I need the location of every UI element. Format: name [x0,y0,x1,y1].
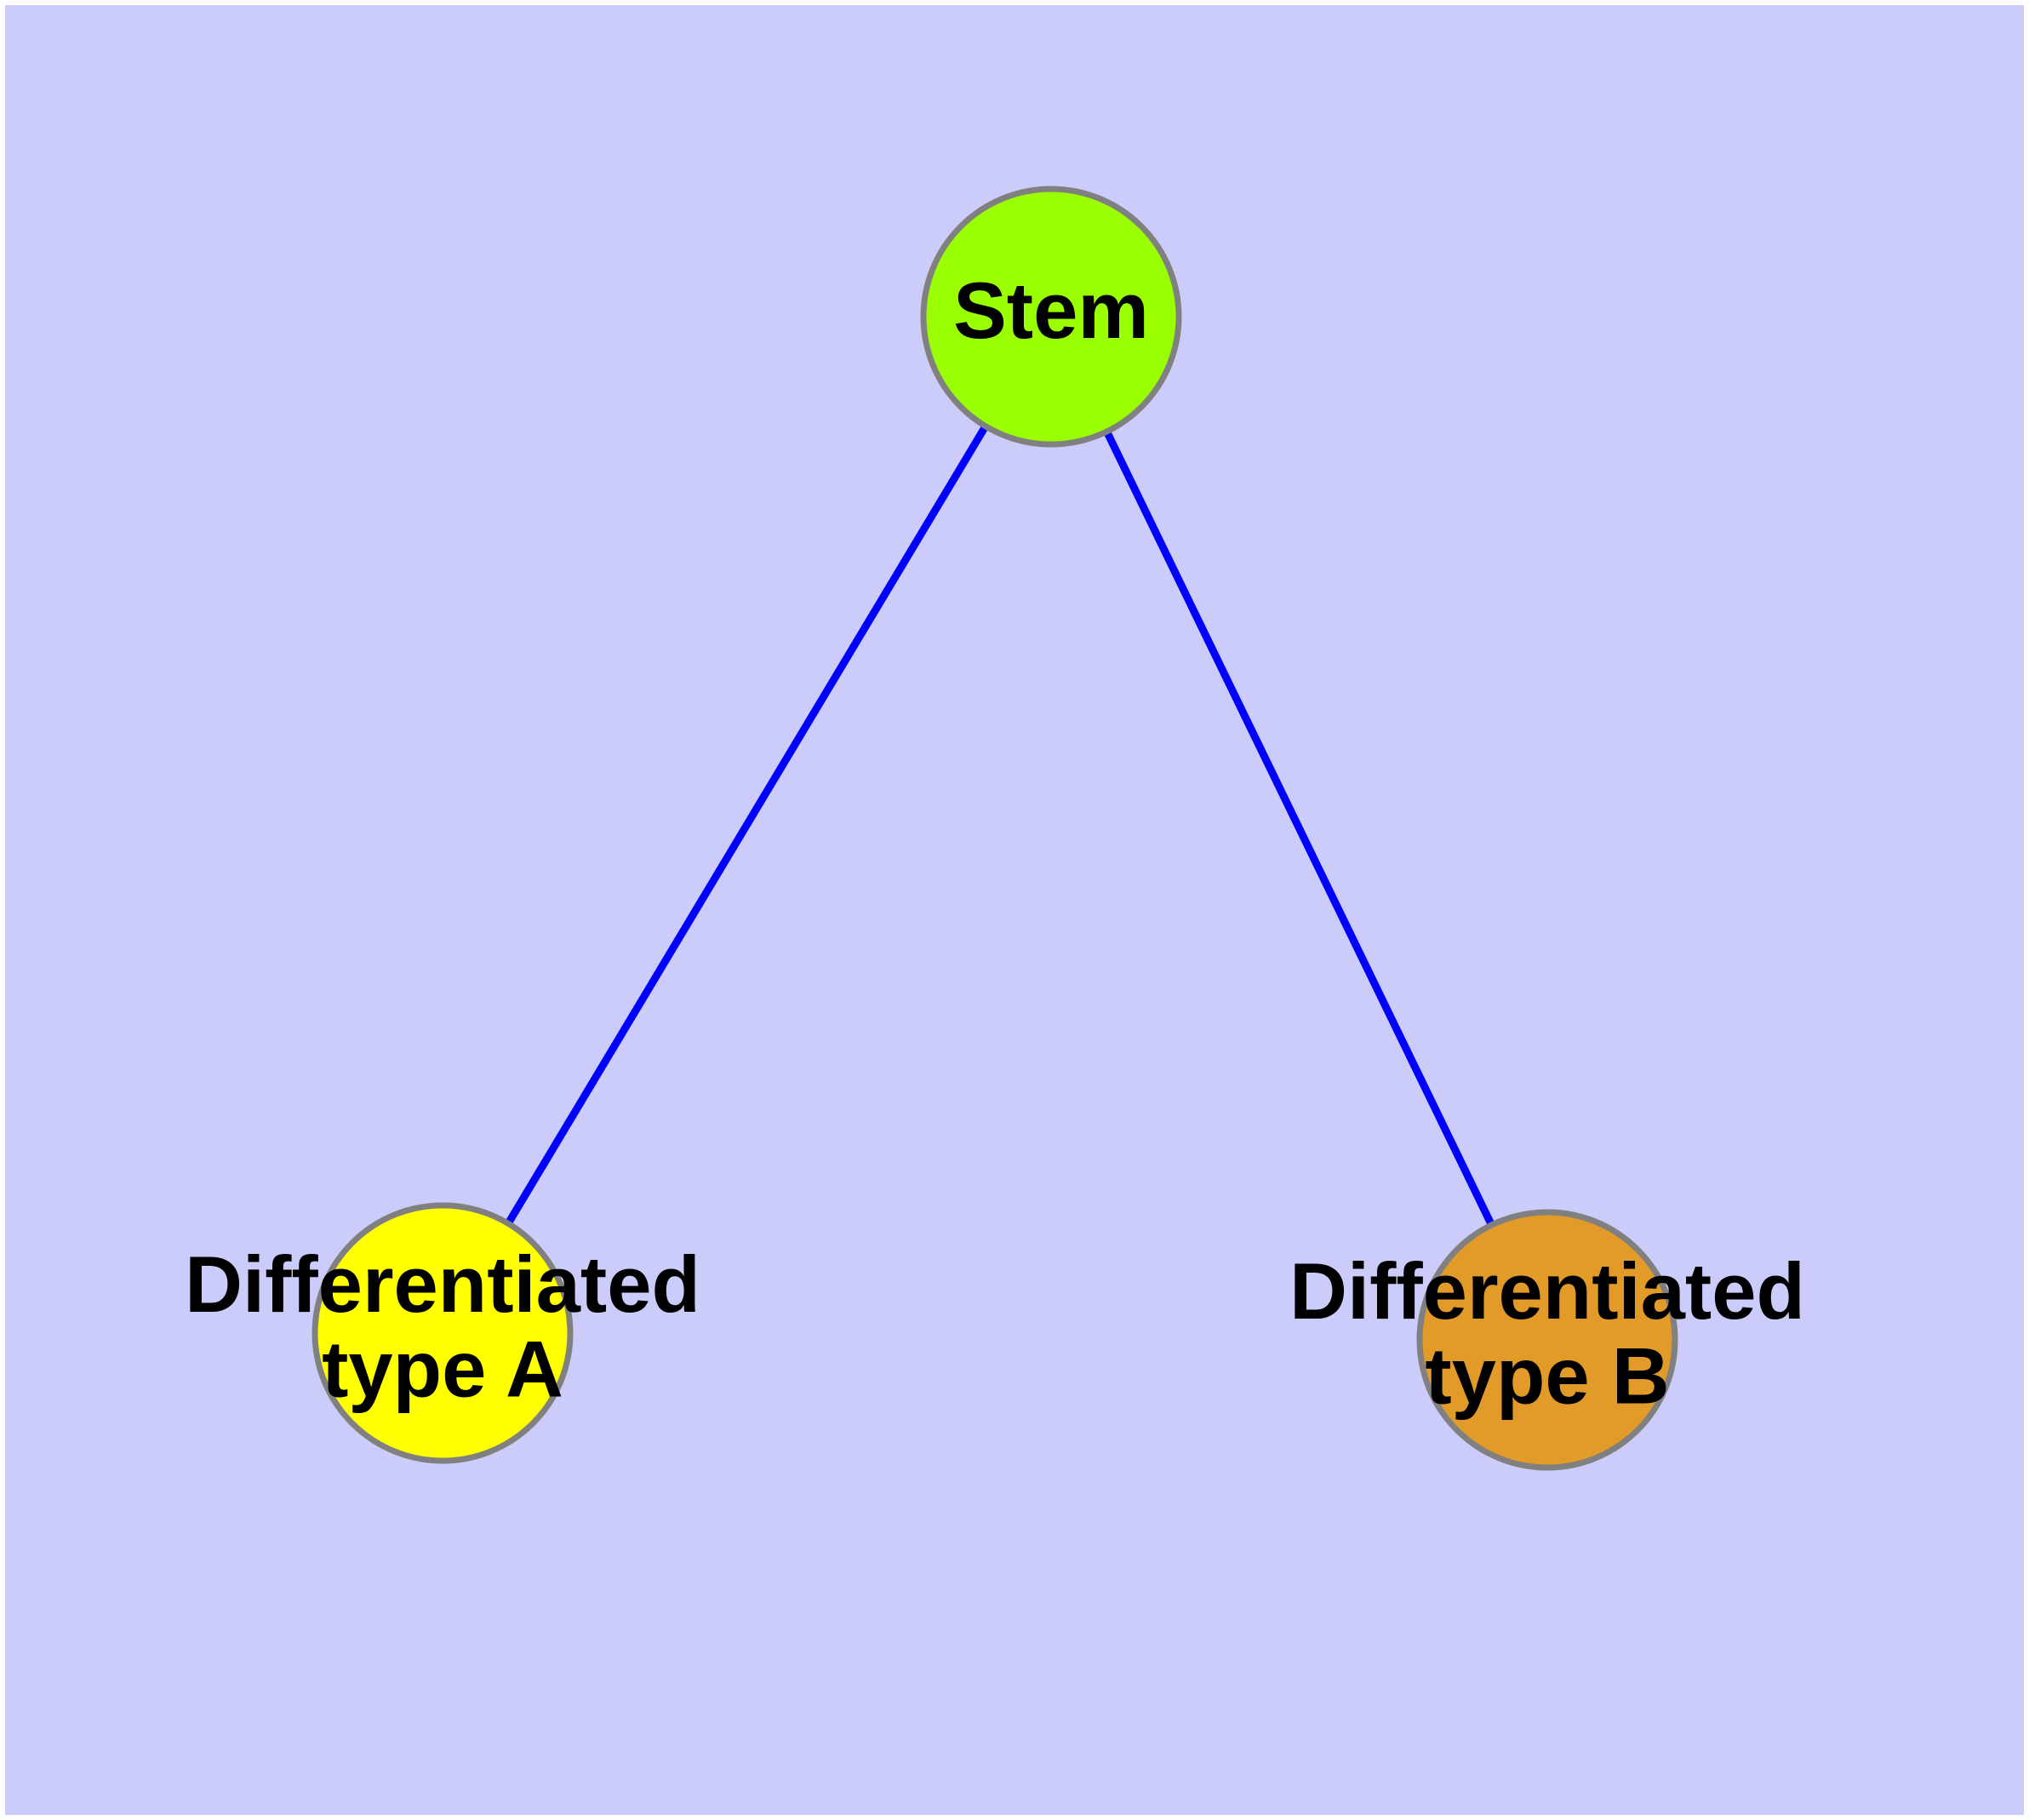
edges-layer [439,314,1552,1342]
graph-edge[interactable] [1047,315,1552,1342]
node-circle-diff_b[interactable] [1416,1209,1678,1471]
node-label-diff_a-line1: Differentiated [185,1239,700,1329]
node-label-stem-line1: Stem [953,266,1149,355]
node-circle-diff_a[interactable] [311,1202,574,1464]
node-label-diff_b-line1: Differentiated [1289,1246,1805,1336]
graph-edge[interactable] [439,314,1055,1336]
node-label-diff_b-line2: type B [1425,1331,1669,1421]
node-label-diff_a-line2: type A [322,1325,563,1414]
node-circle-stem[interactable] [920,186,1182,448]
graph-node-stem[interactable]: Stem [920,186,1182,448]
